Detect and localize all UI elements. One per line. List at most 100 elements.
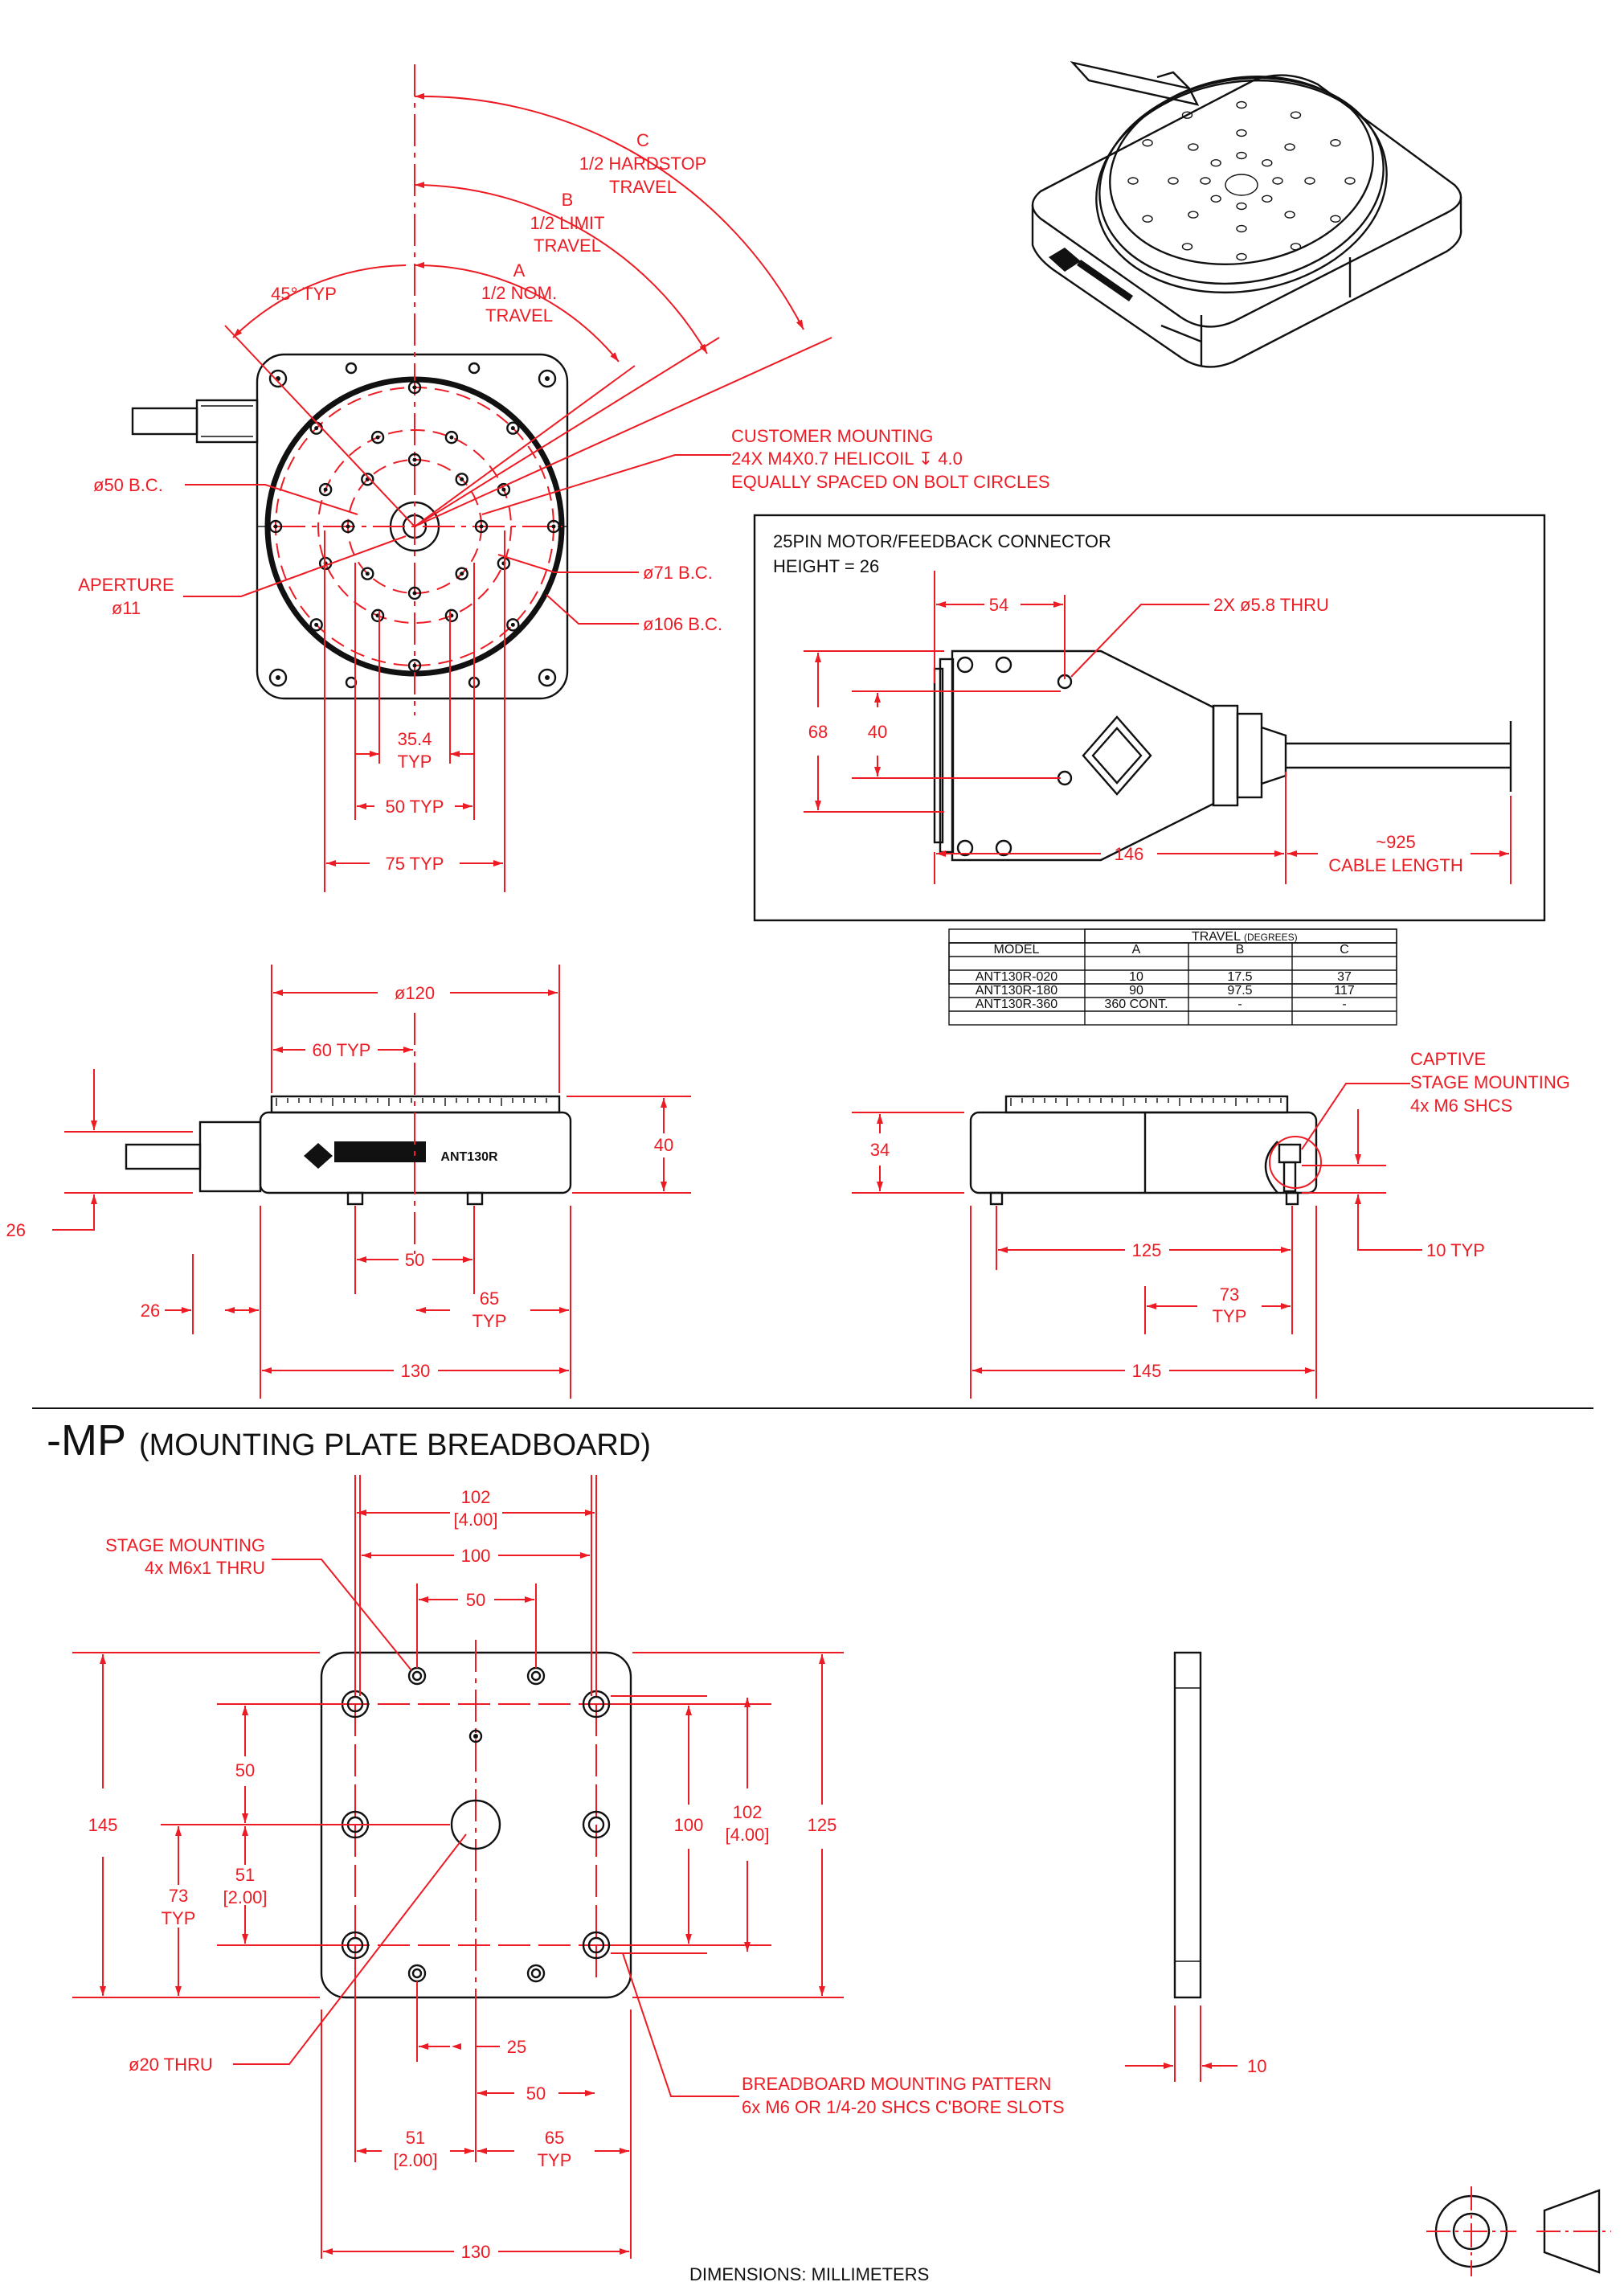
bolt-holes (268, 380, 561, 673)
dim-102-right-in: [4.00] (725, 1825, 769, 1845)
travel-b-line2: TRAVEL (534, 236, 601, 256)
travel-table-cell: ANT130R-180 (976, 984, 1057, 998)
travel-table-cell: 10 (1129, 970, 1143, 984)
svg-text:-MP(MOUNTING PLATE BREADBOARD): -MP(MOUNTING PLATE BREADBOARD) (47, 1416, 651, 1465)
dim-102-top-in: [4.00] (453, 1510, 497, 1530)
bc71-label: ø71 B.C. (643, 563, 713, 583)
iso-hole (1330, 215, 1341, 223)
iso-hole (1236, 151, 1247, 160)
iso-hole (1236, 100, 1247, 109)
dim-145-mp: 145 (88, 1815, 118, 1835)
bolt-hole (546, 519, 561, 534)
dim-65-front-typ: TYP (472, 1311, 507, 1331)
bolt-hole (361, 567, 374, 580)
dim-54: 54 (989, 595, 1008, 615)
dim-100-right: 100 (674, 1815, 704, 1835)
travel-table-units: (DEGREES) (1244, 932, 1298, 943)
dim-73-side: 73 (1220, 1284, 1239, 1305)
dim-145-side: 145 (1132, 1361, 1162, 1381)
travel-c-line2: TRAVEL (609, 177, 677, 197)
holes-note: 2X ø5.8 THRU (1213, 595, 1329, 615)
travel-a-line2: TRAVEL (485, 305, 553, 326)
travel-table-cell: - (1237, 998, 1242, 1011)
customer-mounting-line1: CUSTOMER MOUNTING (731, 426, 933, 446)
dim-10-typ: 10 TYP (1426, 1240, 1485, 1260)
aperture-line1: APERTURE (78, 575, 174, 595)
iso-hole (1236, 252, 1247, 261)
bolt-hole (455, 473, 468, 486)
bolt-hole (268, 519, 283, 534)
plate-side-profile (1173, 1651, 1202, 1999)
svg-text:A1/2 NOM.TRAVEL: A1/2 NOM.TRAVEL (481, 260, 557, 326)
mp-section: -MP(MOUNTING PLATE BREADBOARD) (47, 1416, 1266, 2262)
top-view-bottom-dims (324, 531, 505, 892)
bolt-hole (341, 519, 355, 534)
dim-73-left: 73 (169, 1886, 188, 1906)
dim-73-left-typ: TYP (162, 1908, 196, 1928)
dim-51-left-in: [2.00] (223, 1887, 267, 1907)
travel-table-header: TRAVEL (1192, 930, 1241, 944)
dim-73-side-typ: TYP (1213, 1306, 1247, 1326)
front-model-label: ANT130R (440, 1150, 498, 1164)
iso-hole (1262, 195, 1273, 203)
dim-26-left: 26 (6, 1220, 26, 1240)
iso-hole (1272, 177, 1283, 185)
bc106-label: ø106 B.C. (643, 614, 722, 634)
iso-hole (1236, 129, 1247, 137)
travel-b-letter: B (562, 190, 574, 210)
iso-hole (1304, 177, 1315, 185)
bolt-hole (361, 473, 374, 486)
travel-table-cell: 90 (1129, 984, 1143, 998)
dim-65-bottom: 65 (545, 2128, 564, 2148)
connector-height: HEIGHT = 26 (773, 556, 879, 576)
bolt-hole (370, 430, 385, 445)
breadboard-line1: BREADBOARD MOUNTING PATTERN (742, 2074, 1051, 2094)
isometric-view (1031, 61, 1462, 368)
iso-hole (1262, 159, 1273, 167)
iso-hole (1142, 215, 1153, 223)
stage-mounting-line2: 4x M6x1 THRU (145, 1558, 265, 1578)
svg-text:51[2.00]: 51[2.00] (223, 1865, 267, 1907)
dim-146: 146 (1115, 844, 1144, 864)
travel-table-cell: ANT130R-020 (976, 970, 1057, 984)
travel-table-cell: 360 CONT. (1104, 998, 1168, 1011)
dia120-label: ø120 (395, 983, 435, 1003)
dim-130-mp: 130 (461, 2242, 491, 2262)
travel-table-cell: ANT130R-360 (976, 998, 1057, 1011)
customer-mounting-line2: 24X M4X0.7 HELICOIL ↧ 4.0 (731, 449, 963, 469)
iso-hole (1142, 139, 1153, 147)
customer-mounting-line3: EQUALLY SPACED ON BOLT CIRCLES (731, 472, 1050, 492)
travel-a-letter: A (513, 260, 526, 281)
travel-b-line1: 1/2 LIMIT (530, 213, 605, 233)
dim-10-plate: 10 (1247, 2056, 1266, 2076)
projection-symbol (1426, 2186, 1611, 2276)
travel-table-cell: 17.5 (1227, 970, 1252, 984)
iso-hole (1290, 243, 1302, 251)
bolt-hole (506, 618, 520, 632)
iso-hole (1284, 143, 1295, 151)
iso-hole (1181, 111, 1193, 119)
dim-40-connector: 40 (868, 722, 887, 742)
bolt-hole (497, 556, 511, 571)
dim-60-typ: 60 TYP (313, 1040, 371, 1060)
bolt-hole (444, 608, 459, 623)
dim-125-right: 125 (808, 1815, 837, 1835)
connector-box: 25PIN MOTOR/FEEDBACK CONNECTOR HEIGHT = … (753, 514, 1546, 922)
bolt-hole (407, 453, 422, 467)
svg-text:102[4.00]: 102[4.00] (453, 1487, 497, 1530)
dim-35-4: 35.4 (398, 729, 432, 749)
dim-40-front: 40 (654, 1135, 673, 1155)
travel-table-col-header: MODEL (994, 943, 1040, 957)
iso-hole (1290, 111, 1302, 119)
dim-125-side: 125 (1132, 1240, 1162, 1260)
